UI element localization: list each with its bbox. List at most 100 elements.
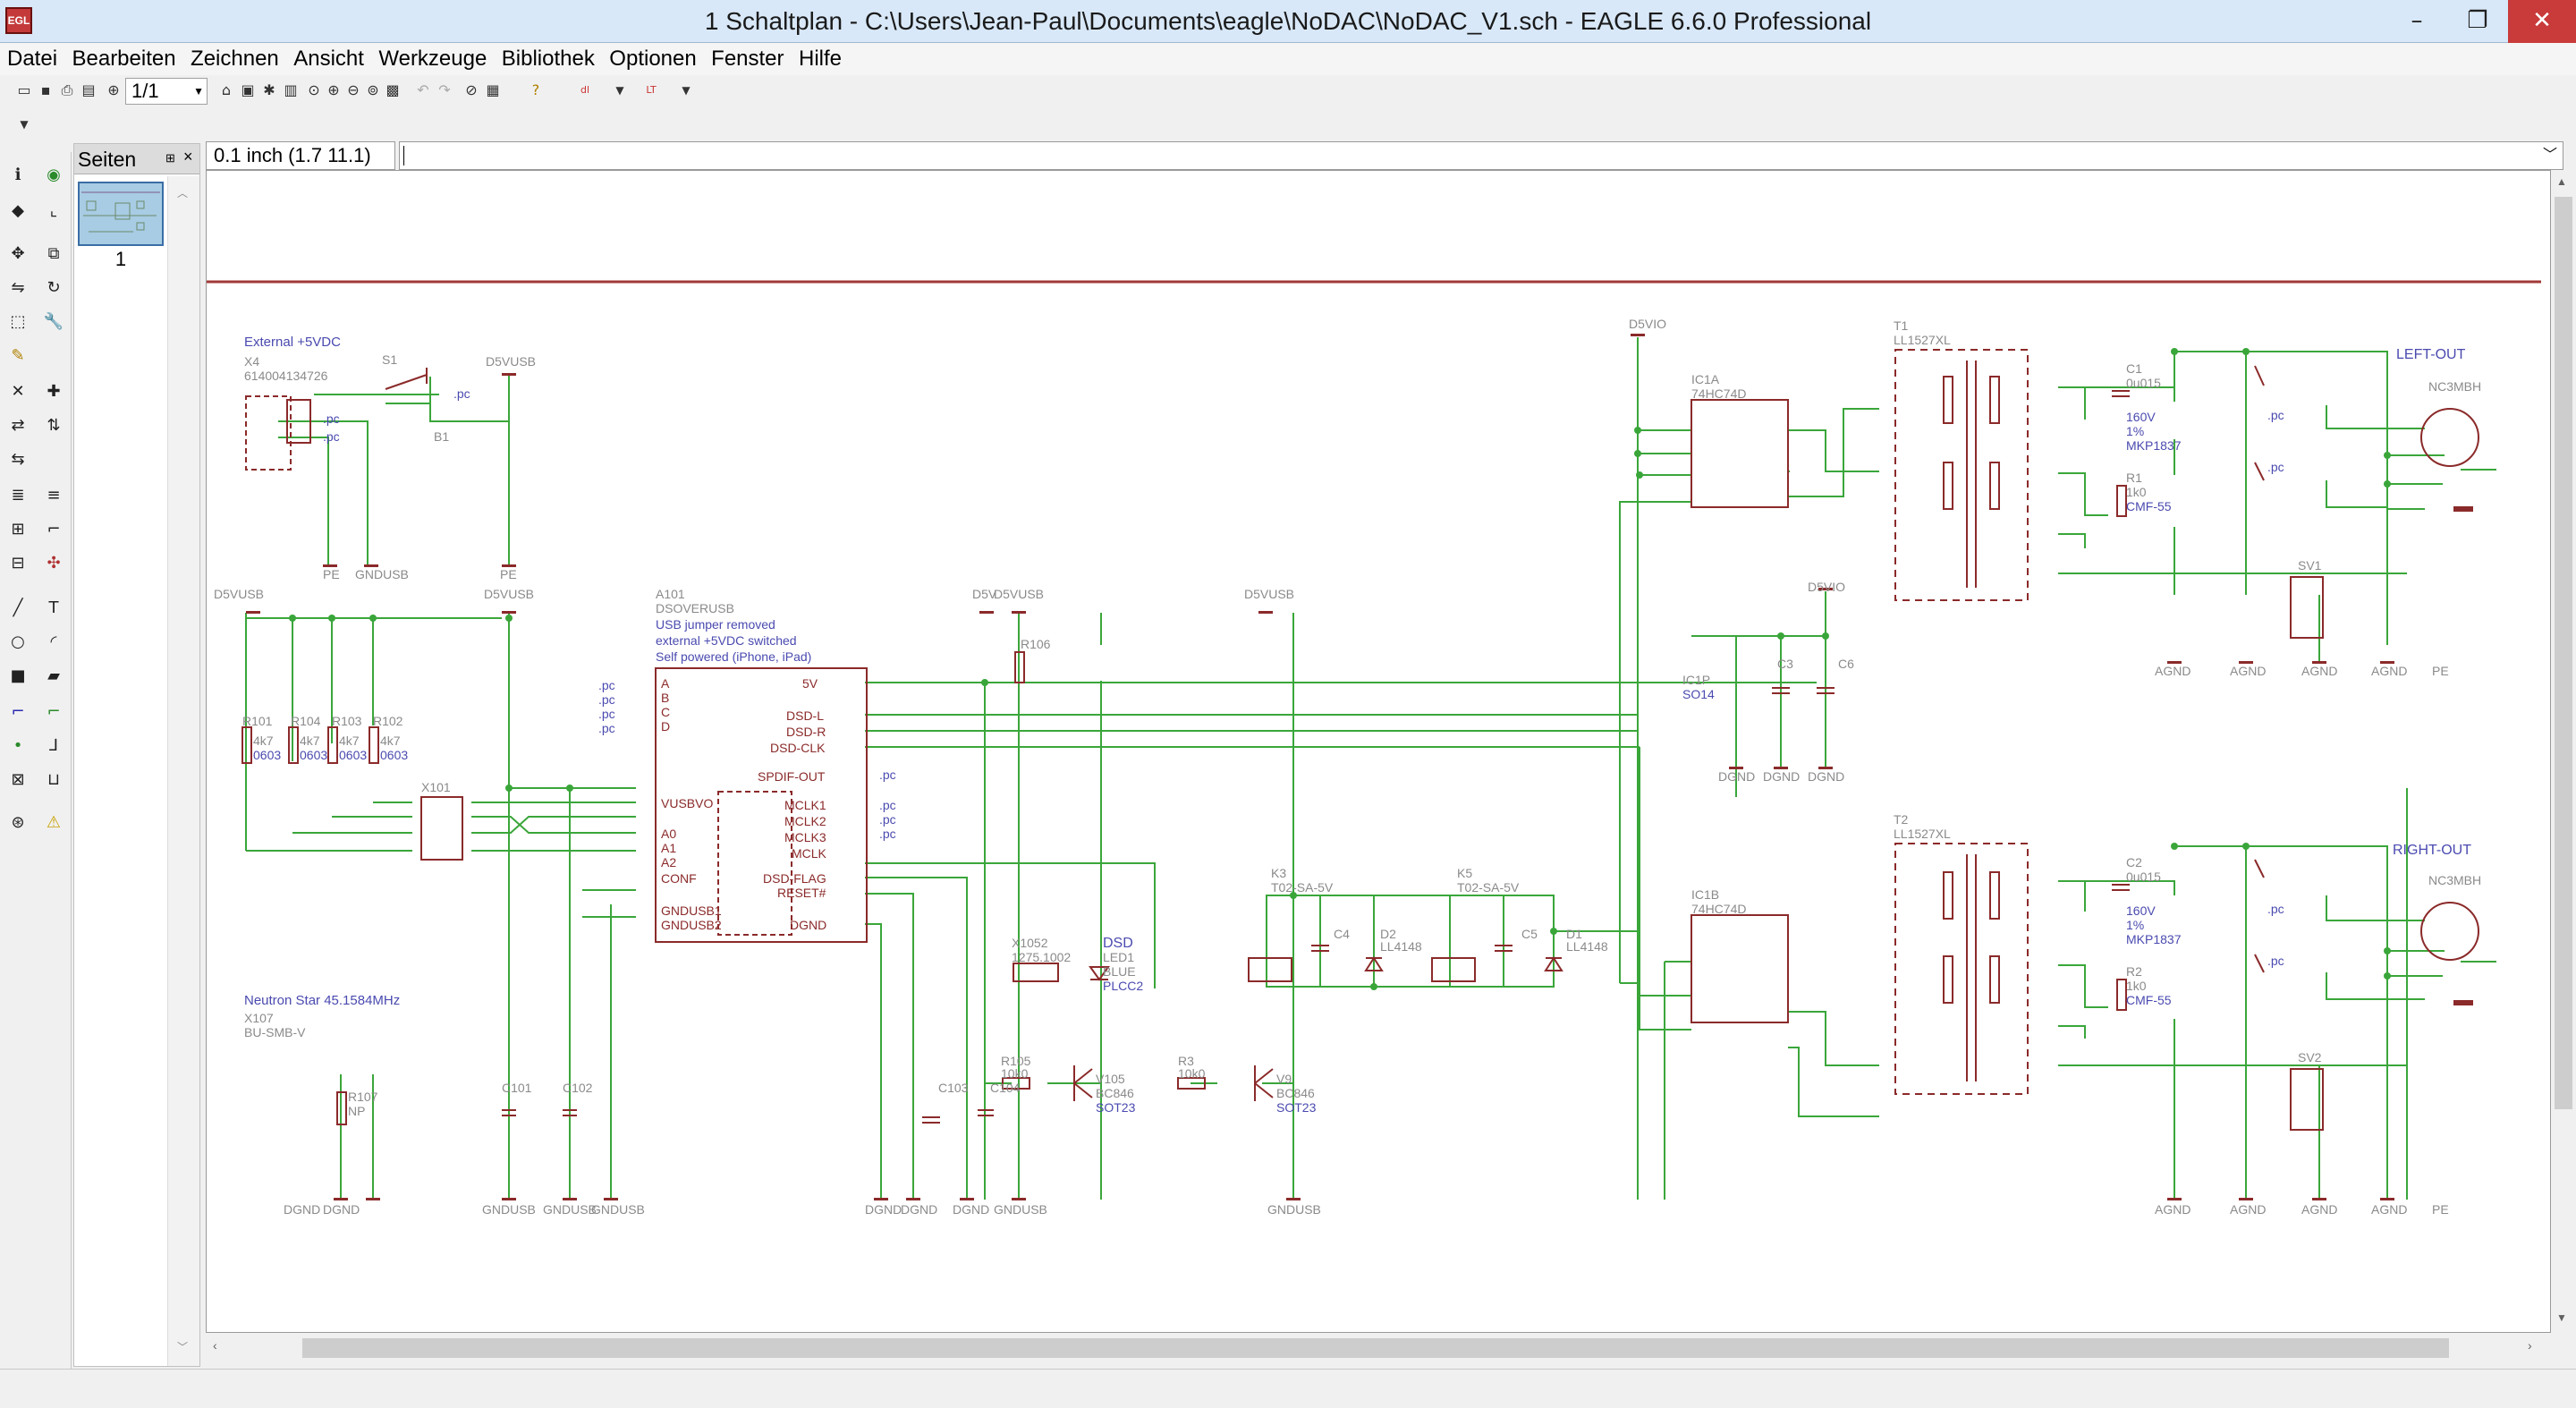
miter-icon[interactable]: ⌐ <box>47 520 61 539</box>
net-icon[interactable]: ⌐ <box>47 702 61 721</box>
schematic-canvas[interactable]: External +5VDC X4 614004134726 S1 B1 D5V… <box>206 170 2551 1333</box>
text-icon[interactable]: T <box>48 598 59 617</box>
page-thumbnail[interactable] <box>78 182 164 246</box>
add-icon[interactable]: ✚ <box>47 382 61 401</box>
zoom-fit-icon[interactable]: ⊙ <box>308 81 320 98</box>
label-pc-14: .pc <box>2267 902 2284 916</box>
arc-icon[interactable]: ◜ <box>50 632 57 651</box>
redo-icon[interactable]: ↷ <box>438 81 451 98</box>
name-icon[interactable]: ≣ <box>11 486 25 505</box>
menu-hilfe[interactable]: Hilfe <box>798 47 842 71</box>
sheet-icon[interactable]: ⊕ <box>107 81 120 98</box>
erc-icon[interactable]: ⊛ <box>11 813 25 832</box>
command-line[interactable]: ﹀ <box>399 141 2563 170</box>
replace-icon[interactable]: ⇅ <box>47 416 61 435</box>
attribute-icon[interactable]: ⊠ <box>11 770 25 789</box>
open-icon[interactable]: ▭ <box>17 81 31 98</box>
symbols <box>242 349 2479 1131</box>
ltspice-icon[interactable]: LT <box>646 84 657 96</box>
move-icon[interactable]: ✥ <box>11 244 25 263</box>
info-icon[interactable]: ℹ <box>14 165 21 184</box>
label-r103: R103 <box>332 714 362 728</box>
pin-icon[interactable]: ⊞ <box>165 151 175 165</box>
schematic-drawing[interactable]: External +5VDC X4 614004134726 S1 B1 D5V… <box>207 171 2551 1333</box>
design-link-icon[interactable]: dl <box>580 84 590 96</box>
redraw-icon[interactable]: ⊚ <box>367 81 379 98</box>
pinswap-icon[interactable]: ⇄ <box>11 416 25 435</box>
mark-icon[interactable]: ⌞ <box>49 201 58 220</box>
minimize-button[interactable]: – <box>2411 7 2423 34</box>
cam-icon[interactable]: ▤ <box>81 81 96 98</box>
help-icon[interactable]: ? <box>531 81 540 98</box>
menu-werkzeuge[interactable]: Werkzeuge <box>378 47 487 71</box>
vertical-scroll-thumb[interactable] <box>2555 197 2572 1109</box>
split-icon[interactable]: ⊟ <box>11 554 25 573</box>
rect-icon[interactable]: ■ <box>10 666 26 685</box>
scroll-up-icon[interactable]: ▲ <box>2556 175 2567 188</box>
copy-icon[interactable]: ⧉ <box>47 244 60 263</box>
text-cursor <box>403 146 404 165</box>
gateswap-icon[interactable]: ⇆ <box>11 450 25 469</box>
chevron-down-icon[interactable]: ﹀ <box>2542 148 2557 163</box>
smash-icon[interactable]: ⊞ <box>11 520 25 539</box>
run-script-icon[interactable]: ✱ <box>263 81 275 98</box>
mirror-icon[interactable]: ⇋ <box>11 278 25 297</box>
errors-icon[interactable]: ⚠ <box>46 813 62 832</box>
go-icon[interactable]: ▦ <box>486 81 500 98</box>
board-icon[interactable]: ⌂ <box>221 81 232 98</box>
show-icon[interactable]: ◉ <box>47 165 61 184</box>
zoom-select-icon[interactable]: ▩ <box>386 81 400 98</box>
group-icon[interactable]: ⬚ <box>10 312 26 331</box>
dimension-icon[interactable]: ⊔ <box>47 770 61 789</box>
menu-bearbeiten[interactable]: Bearbeiten <box>72 47 176 71</box>
menu-ansicht[interactable]: Ansicht <box>293 47 364 71</box>
scroll-up-icon[interactable]: ︿ <box>177 187 189 199</box>
scroll-right-icon[interactable]: › <box>2528 1338 2532 1353</box>
menu-bibliothek[interactable]: Bibliothek <box>501 47 595 71</box>
paste-icon[interactable]: ✎ <box>11 346 25 365</box>
circle-icon[interactable]: ○ <box>11 632 25 651</box>
undo-icon[interactable]: ↶ <box>417 81 429 98</box>
scroll-left-icon[interactable]: ‹ <box>213 1338 217 1353</box>
menu-zeichnen[interactable]: Zeichnen <box>191 47 279 71</box>
label-hc74-2: 74HC74D <box>1691 902 1746 916</box>
scroll-down-icon[interactable]: ﹀ <box>177 1341 189 1353</box>
menu-datei[interactable]: Datei <box>7 47 58 71</box>
chevron-down-icon[interactable]: ▼ <box>682 84 691 97</box>
polygon-icon[interactable]: ▰ <box>47 666 60 685</box>
maximize-button[interactable]: ❐ <box>2467 7 2488 34</box>
label-a101-note2: external +5VDC switched <box>656 633 797 648</box>
close-icon[interactable]: × <box>183 148 193 165</box>
junction-icon[interactable]: • <box>13 736 23 755</box>
horizontal-scrollbar[interactable]: ‹ › <box>206 1333 2551 1361</box>
invoke-icon[interactable]: ✣ <box>47 554 61 573</box>
zoom-out-icon[interactable]: ⊖ <box>347 81 360 98</box>
label-c103: C103 <box>938 1081 969 1095</box>
bus-icon[interactable]: ⌐ <box>11 702 25 721</box>
change-icon[interactable]: 🔧 <box>43 312 64 331</box>
window-fit-icon[interactable]: ▥ <box>284 81 298 98</box>
scroll-down-icon[interactable]: ▼ <box>2556 1311 2567 1324</box>
label-icon[interactable]: ⅃ <box>48 736 59 755</box>
label-d5v: D5V <box>972 587 997 601</box>
chevron-down-icon[interactable]: ▼ <box>615 84 624 97</box>
stop-icon[interactable]: ⊘ <box>465 81 478 98</box>
close-button[interactable]: ✕ <box>2508 0 2576 43</box>
zoom-in-icon[interactable]: ⊕ <box>327 81 340 98</box>
wire-icon[interactable]: ╱ <box>13 598 23 617</box>
eagle-app-icon[interactable]: EGL <box>5 7 32 34</box>
display-icon[interactable]: ◆ <box>12 201 24 220</box>
rotate-icon[interactable]: ↻ <box>47 278 61 297</box>
pages-scrollbar[interactable]: ︿ ﹀ <box>167 176 199 1366</box>
delete-icon[interactable]: ✕ <box>11 382 25 401</box>
vertical-scrollbar[interactable]: ▲ ▼ <box>2551 170 2576 1333</box>
value-icon[interactable]: ≡ <box>47 486 61 505</box>
sheet-select[interactable]: 1/1 ▼ <box>125 78 208 105</box>
parameter-dropdown-icon[interactable]: ▼ <box>20 118 29 131</box>
menu-fenster[interactable]: Fenster <box>711 47 784 71</box>
horizontal-scroll-thumb[interactable] <box>302 1338 2449 1358</box>
run-ulp-icon[interactable]: ▣ <box>241 81 255 98</box>
save-icon[interactable]: ▪ <box>40 81 51 98</box>
print-icon[interactable]: ⎙ <box>61 81 73 98</box>
menu-optionen[interactable]: Optionen <box>609 47 697 71</box>
